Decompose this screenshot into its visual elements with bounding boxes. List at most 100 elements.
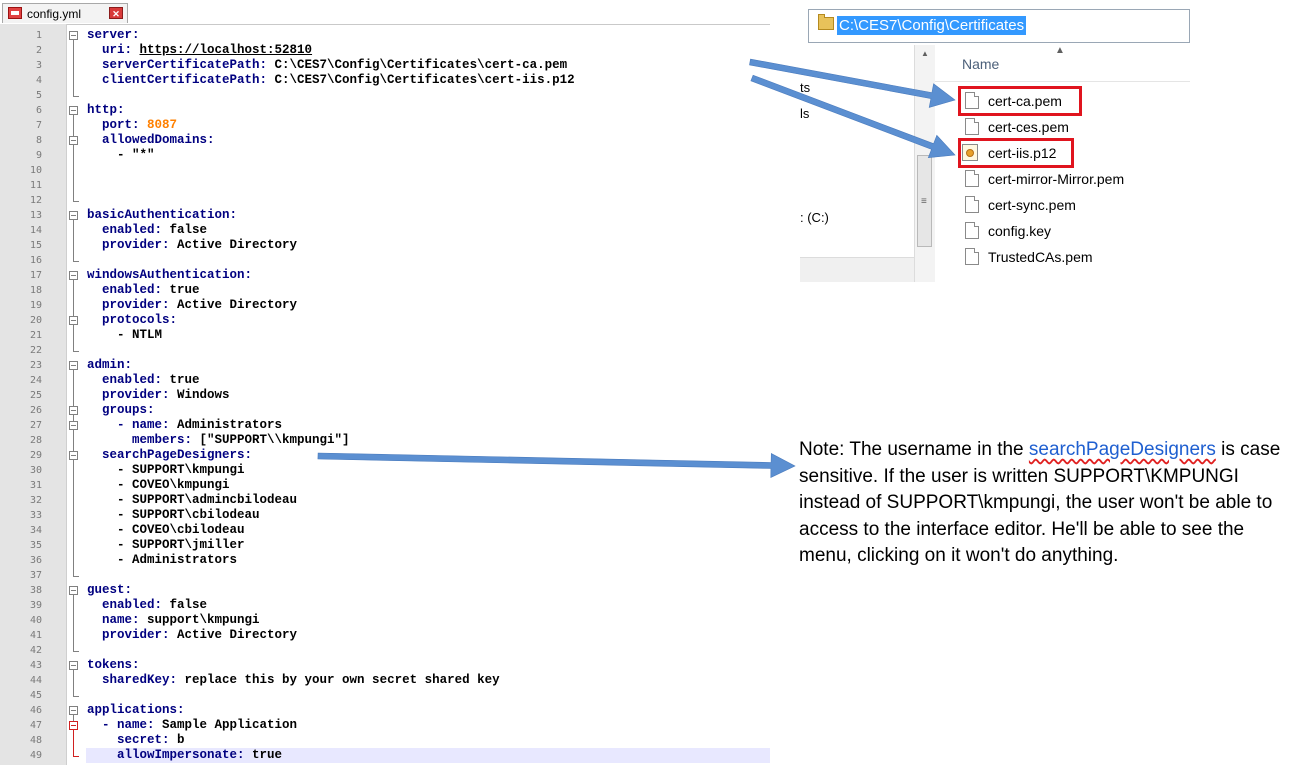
nav-item-fragment[interactable]: ls <box>800 106 810 121</box>
code-line[interactable]: 20 protocols: <box>0 313 770 328</box>
file-item[interactable]: cert-iis.p12 <box>935 141 1190 166</box>
fold-toggle-icon[interactable] <box>69 316 78 325</box>
code-line[interactable]: 32 - SUPPORT\admincbilodeau <box>0 493 770 508</box>
fold-toggle-icon[interactable] <box>69 211 78 220</box>
code-line[interactable]: 48 secret: b <box>0 733 770 748</box>
code-line[interactable]: 19 provider: Active Directory <box>0 298 770 313</box>
yaml-key: provider: <box>87 298 178 312</box>
code-line[interactable]: 27 - name: Administrators <box>0 418 770 433</box>
code-line[interactable]: 12 <box>0 193 770 208</box>
code-line[interactable]: 39 enabled: false <box>0 598 770 613</box>
fold-toggle-icon[interactable] <box>69 421 78 430</box>
code-line[interactable]: 5 <box>0 88 770 103</box>
code-text: provider: Active Directory <box>87 238 297 253</box>
code-line[interactable]: 26 groups: <box>0 403 770 418</box>
code-line[interactable]: 22 <box>0 343 770 358</box>
fold-toggle-icon[interactable] <box>69 136 78 145</box>
file-item[interactable]: cert-ca.pem <box>935 89 1190 114</box>
file-item[interactable]: TrustedCAs.pem <box>935 245 1190 270</box>
fold-toggle-icon[interactable] <box>69 406 78 415</box>
document-icon <box>965 196 979 213</box>
fold-toggle-icon[interactable] <box>69 361 78 370</box>
code-line[interactable]: 14 enabled: false <box>0 223 770 238</box>
code-line[interactable]: 42 <box>0 643 770 658</box>
fold-guide <box>73 730 74 756</box>
code-line[interactable]: 28 members: ["SUPPORT\\kmpungi"] <box>0 433 770 448</box>
address-path[interactable]: C:\CES7\Config\Certificates <box>837 16 1027 35</box>
scrollbar-thumb[interactable]: ≡ <box>917 155 932 247</box>
line-number: 21 <box>29 330 42 341</box>
yaml-value: Sample Application <box>162 718 298 732</box>
file-name: config.key <box>988 223 1052 239</box>
nav-item-fragment[interactable]: ts <box>800 80 811 95</box>
document-icon <box>965 118 979 135</box>
code-line[interactable]: 2 uri: https://localhost:52810 <box>0 43 770 58</box>
fold-toggle-icon[interactable] <box>69 661 78 670</box>
document-icon <box>965 248 979 265</box>
code-line[interactable]: 34 - COVEO\cbilodeau <box>0 523 770 538</box>
fold-guide <box>73 280 74 351</box>
fold-toggle-icon[interactable] <box>69 586 78 595</box>
code-line[interactable]: 49 allowImpersonate: true <box>0 748 770 763</box>
code-line[interactable]: 11 <box>0 178 770 193</box>
code-line[interactable]: 36 - Administrators <box>0 553 770 568</box>
code-line[interactable]: 40 name: support\kmpungi <box>0 613 770 628</box>
nav-item-fragment[interactable]: : (C:) <box>800 210 829 225</box>
tab-config-yml[interactable]: config.yml ✕ <box>2 3 128 23</box>
fold-toggle-icon[interactable] <box>69 721 78 730</box>
code-line[interactable]: 18 enabled: true <box>0 283 770 298</box>
column-header-name[interactable]: ▲ Name <box>935 45 1190 82</box>
code-line[interactable]: 47 - name: Sample Application <box>0 718 770 733</box>
code-line[interactable]: 29 searchPageDesigners: <box>0 448 770 463</box>
fold-toggle-icon[interactable] <box>69 106 78 115</box>
code-line[interactable]: 25 provider: Windows <box>0 388 770 403</box>
fold-toggle-icon[interactable] <box>69 451 78 460</box>
code-line[interactable]: 31 - COVEO\kmpungi <box>0 478 770 493</box>
code-line[interactable]: 35 - SUPPORT\jmiller <box>0 538 770 553</box>
file-item[interactable]: cert-sync.pem <box>935 193 1190 218</box>
file-name: cert-mirror-Mirror.pem <box>988 171 1125 187</box>
file-item[interactable]: cert-mirror-Mirror.pem <box>935 167 1190 192</box>
code-line[interactable]: 16 <box>0 253 770 268</box>
code-line[interactable]: 7 port: 8087 <box>0 118 770 133</box>
code-line[interactable]: 10 <box>0 163 770 178</box>
address-bar[interactable]: C:\CES7\Config\Certificates <box>808 9 1190 43</box>
search-page-designers-link[interactable]: searchPageDesigners <box>1028 439 1216 460</box>
fold-toggle-icon[interactable] <box>69 706 78 715</box>
fold-guide <box>73 220 74 261</box>
file-item[interactable]: cert-ces.pem <box>935 115 1190 140</box>
yaml-key: enabled: <box>87 373 170 387</box>
file-name: cert-sync.pem <box>988 197 1076 213</box>
fold-toggle-icon[interactable] <box>69 271 78 280</box>
code-line[interactable]: 37 <box>0 568 770 583</box>
code-line[interactable]: 15 provider: Active Directory <box>0 238 770 253</box>
close-tab-icon[interactable]: ✕ <box>109 7 123 19</box>
code-line[interactable]: 8 allowedDomains: <box>0 133 770 148</box>
code-line[interactable]: 41 provider: Active Directory <box>0 628 770 643</box>
code-line[interactable]: 9 - "*" <box>0 148 770 163</box>
code-text: clientCertificatePath: C:\CES7\Config\Ce… <box>87 73 575 88</box>
code-line[interactable]: 21 - NTLM <box>0 328 770 343</box>
code-line[interactable]: 33 - SUPPORT\cbilodeau <box>0 508 770 523</box>
scroll-up-icon[interactable]: ▲ <box>921 49 929 58</box>
code-line[interactable]: 44 sharedKey: replace this by your own s… <box>0 673 770 688</box>
code-line[interactable]: 4 clientCertificatePath: C:\CES7\Config\… <box>0 73 770 88</box>
fold-toggle-icon[interactable] <box>69 31 78 40</box>
code-line[interactable]: 24 enabled: true <box>0 373 770 388</box>
file-item[interactable]: config.key <box>935 219 1190 244</box>
code-line[interactable]: 3 serverCertificatePath: C:\CES7\Config\… <box>0 58 770 73</box>
code-line[interactable]: 45 <box>0 688 770 703</box>
code-line[interactable]: 30 - SUPPORT\kmpungi <box>0 463 770 478</box>
line-number: 40 <box>29 615 42 626</box>
navigation-scrollbar[interactable]: ▲ ≡ <box>914 45 936 282</box>
